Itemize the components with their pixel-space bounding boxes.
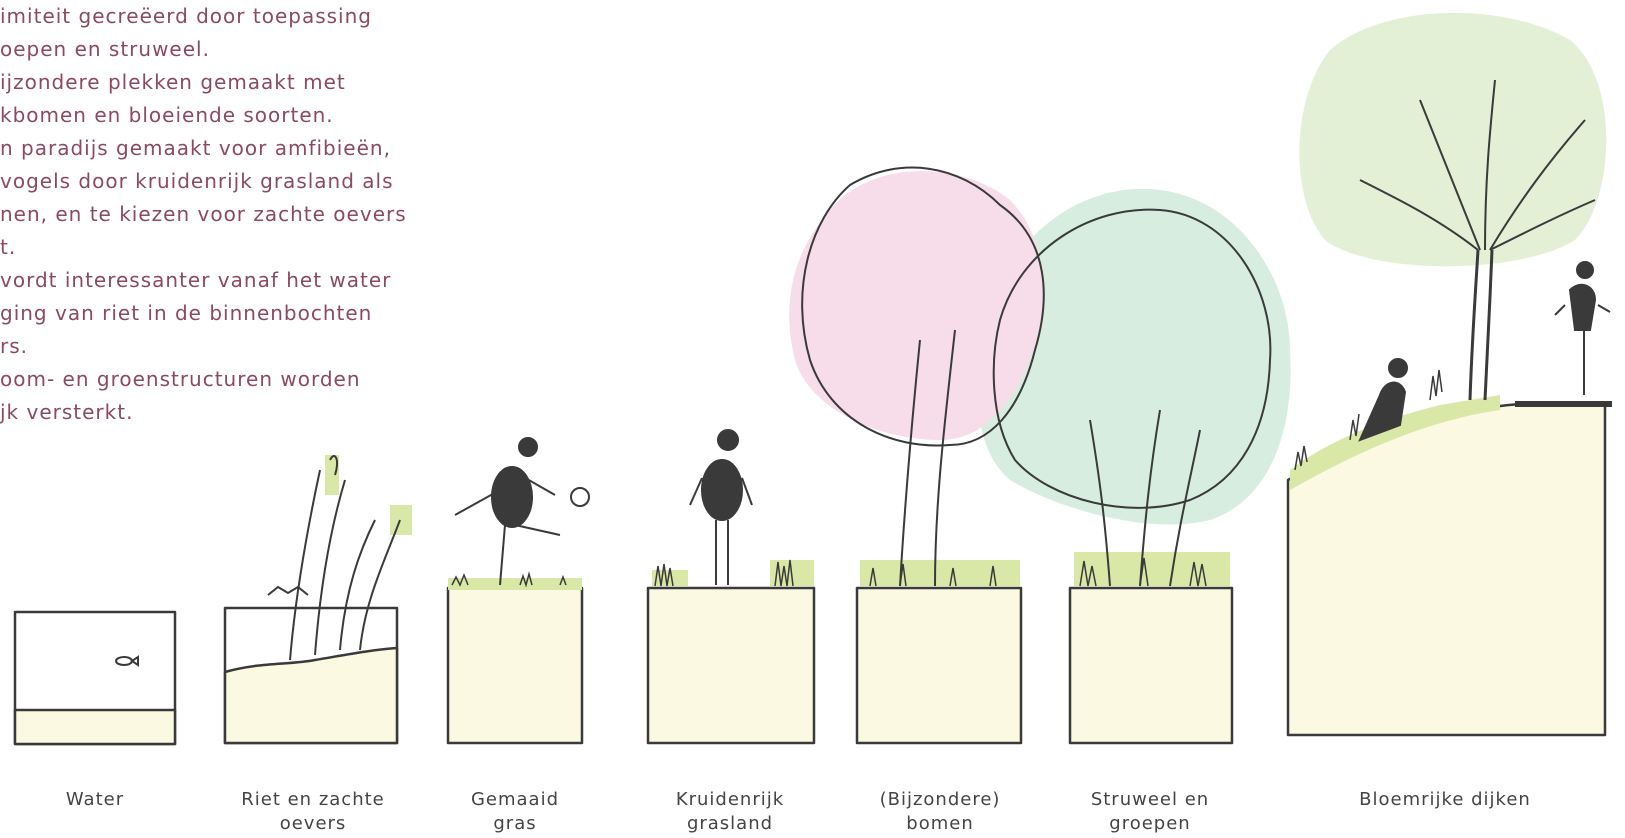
caption-line: Struweel en [1065, 788, 1235, 812]
caption-dijken: Bloemrijke dijken [1335, 788, 1555, 812]
caption-riet: Riet en zachte oevers [218, 788, 408, 836]
kruiden-block [648, 588, 814, 743]
pale-green-canopy-blob [1299, 13, 1606, 266]
caption-line: Bloemrijke dijken [1335, 788, 1555, 812]
caption-struweel: Struweel en groepen [1065, 788, 1235, 836]
caption-line: (Bijzondere) [855, 788, 1025, 812]
caption-line: oevers [218, 812, 408, 836]
caption-line: groepen [1065, 812, 1235, 836]
caption-water: Water [35, 788, 155, 812]
standing-person-figure [690, 430, 752, 585]
bomen-block [857, 588, 1021, 743]
caption-line: Riet en zachte [218, 788, 408, 812]
kicking-person-figure [455, 438, 589, 585]
caption-line: Gemaaid [445, 788, 585, 812]
struweel-block [1070, 588, 1232, 743]
caption-line: gras [445, 812, 585, 836]
caption-gras: Gemaaid gras [445, 788, 585, 836]
cyclist-figure [1555, 262, 1610, 395]
gras-block [448, 588, 582, 743]
caption-bomen: (Bijzondere) bomen [855, 788, 1025, 836]
caption-line: bomen [855, 812, 1025, 836]
water-block-soil [15, 710, 175, 744]
caption-line: grasland [645, 812, 815, 836]
caption-line: Kruidenrijk [645, 788, 815, 812]
caption-kruiden: Kruidenrijk grasland [645, 788, 815, 836]
caption-line: Water [35, 788, 155, 812]
